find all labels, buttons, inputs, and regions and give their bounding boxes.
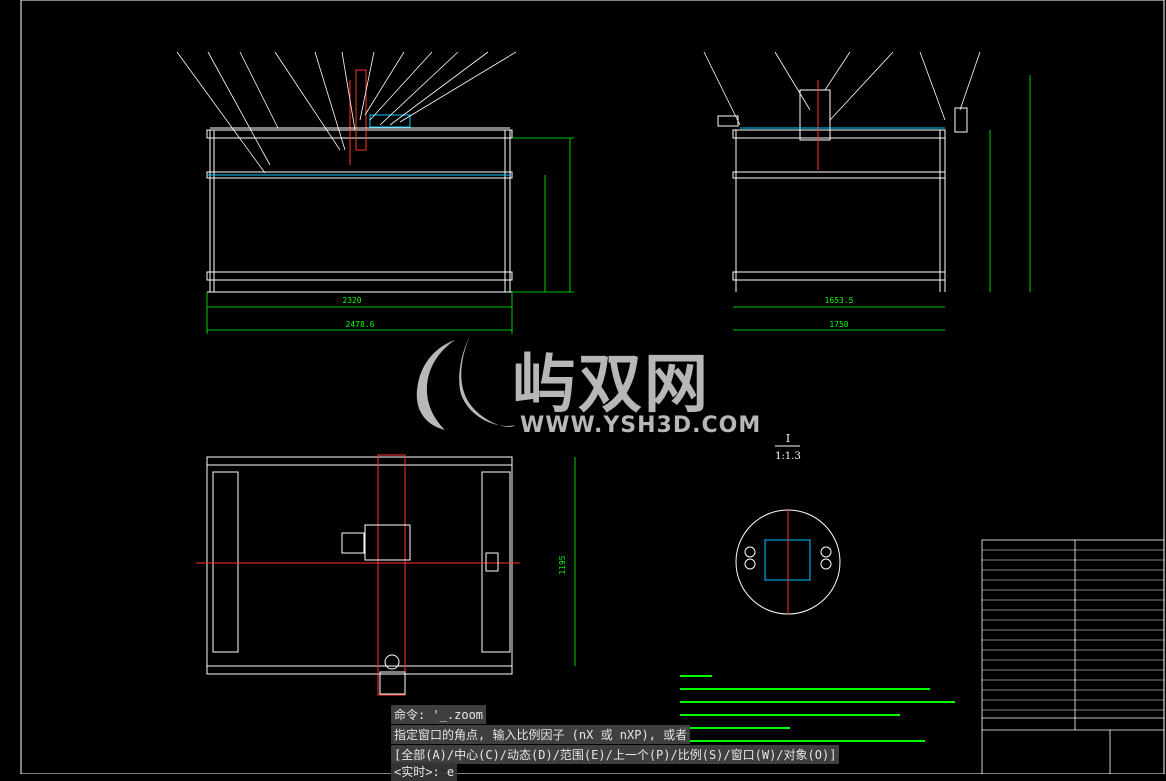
front-leaders	[176, 51, 517, 174]
dim-1750: 1750	[829, 320, 848, 329]
dim-1195: 1195	[558, 555, 567, 574]
dim-2478: 2478.6	[346, 320, 375, 329]
drawing-border	[20, 0, 1165, 774]
title-block-rows	[982, 549, 1164, 711]
dim-1653: 1653.5	[825, 296, 854, 305]
title-block	[981, 539, 1165, 774]
detail-label: I	[786, 432, 790, 445]
side-leaders	[703, 51, 981, 126]
side-dimensions	[733, 75, 1031, 331]
command-history-line-2: 指定窗口的角点, 输入比例因子 (nX 或 nXP), 或者	[391, 725, 691, 744]
dim-2320: 2320	[342, 296, 361, 305]
front-dimensions	[206, 137, 574, 334]
watermark-url: WWW.YSH3D.COM	[520, 413, 762, 438]
front-view	[206, 69, 513, 293]
tech-notes	[680, 675, 955, 742]
watermark-title: 屿双网	[512, 348, 710, 422]
plan-view	[196, 454, 520, 696]
command-input[interactable]: <实时>: e	[391, 762, 458, 781]
command-history-line-1: 命令: '_.zoom	[391, 705, 487, 724]
detail-view	[735, 509, 841, 615]
detail-scale: 1:1.3	[775, 451, 801, 462]
watermark-logo	[415, 330, 755, 450]
side-view	[717, 80, 968, 292]
command-history-line-3: [全部(A)/中心(C)/动态(D)/范围(E)/上一个(P)/比例(S)/窗口…	[391, 745, 840, 764]
